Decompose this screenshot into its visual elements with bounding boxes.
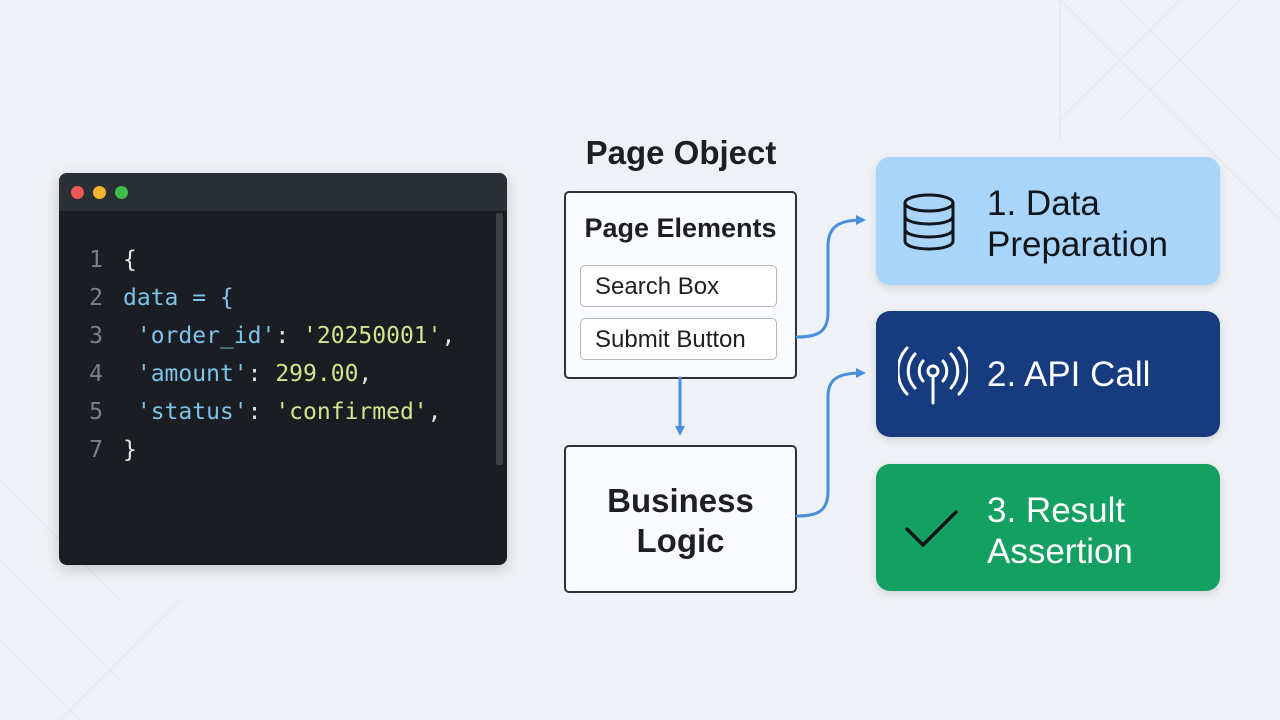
code-token: '20250001' [303,323,442,349]
line-number: 1 [89,247,103,273]
code-line: 2 data = { [59,279,499,317]
code-token: : [275,323,304,349]
business-logic-line1: Business [607,482,754,519]
code-text: { [123,241,137,279]
code-text: 'order_id': '20250001', [123,317,456,355]
code-text: } [123,431,137,469]
code-token: , [441,323,456,349]
code-token: } [123,437,137,463]
code-token: 'confirmed' [275,399,428,425]
step-data-preparation: 1. Data Preparation [876,157,1220,285]
code-token: data = { [123,285,234,311]
code-token: 299.00 [275,361,359,387]
checkmark-icon [905,510,958,547]
step2-label: 2. API Call [987,354,1150,395]
database-icon [903,193,955,251]
code-token: { [123,247,137,273]
code-token: , [358,361,373,387]
maximize-window-dot[interactable] [115,186,128,199]
business-logic-line2: Logic [636,522,725,559]
line-number: 5 [89,399,103,425]
line-number: 3 [89,323,103,349]
code-token: 'amount' [123,361,248,387]
code-line: 3 'order_id': '20250001', [59,317,499,355]
line-number: 7 [89,437,103,463]
code-line: 1{ [59,241,499,279]
page-object-box: Page Elements Search Box Submit Button [564,191,797,379]
code-line: 4 'amount': 299.00, [59,355,499,393]
step2-line1: 2. API Call [987,355,1151,394]
arrow-to-data-preparation [795,215,866,339]
page-object-title: Page Object [585,134,777,171]
business-logic-box: Business Logic [564,445,797,593]
submit-button-element: Submit Button [580,318,777,360]
antenna-signal-icon [898,346,968,405]
code-text: 'status': 'confirmed', [123,393,442,431]
code-token: : [247,361,276,387]
code-token: 'order_id' [123,323,276,349]
close-window-dot[interactable] [71,186,84,199]
business-logic-label: Business Logic [566,481,795,561]
code-line: 7} [59,431,499,469]
arrow-to-api-call [795,368,866,518]
line-number: 2 [89,285,103,311]
code-line: 5 'status': 'confirmed', [59,393,499,431]
page-elements-heading: Page Elements [584,213,777,243]
code-token: 'status' [123,399,248,425]
code-text: 'amount': 299.00, [123,355,372,393]
code-token: : [247,399,276,425]
step3-label: 3. Result Assertion [987,490,1133,572]
step3-line2: Assertion [987,532,1133,571]
code-editor-window [59,173,507,565]
minimize-window-dot[interactable] [93,186,106,199]
step-result-assertion: 3. Result Assertion [876,464,1220,591]
step-api-call: 2. API Call [876,311,1220,437]
step3-line1: 3. Result [987,491,1126,530]
search-box-element: Search Box [580,265,777,307]
editor-titlebar [59,173,507,211]
step1-label: 1. Data Preparation [987,183,1168,265]
step1-line1: 1. Data [987,184,1100,223]
code-token: , [427,399,442,425]
code-text: data = { [123,279,234,317]
editor-scrollbar[interactable] [496,213,503,465]
step1-line2: Preparation [987,225,1168,264]
line-number: 4 [89,361,103,387]
